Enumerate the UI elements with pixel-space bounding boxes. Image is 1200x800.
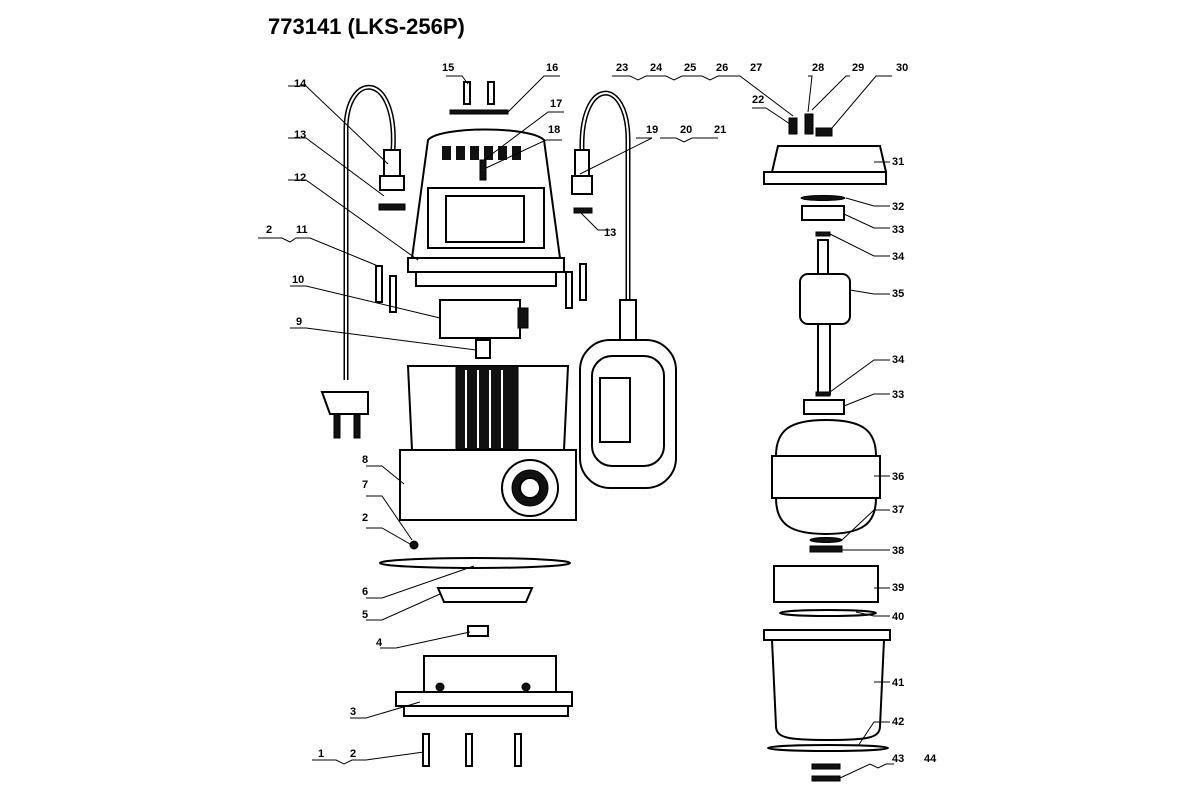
callout-35: 35 [892, 288, 904, 300]
lower-washer [815, 391, 831, 397]
callout-18: 18 [548, 124, 560, 136]
impeller [436, 587, 534, 603]
callout-7: 7 [362, 479, 368, 491]
rotor-with-shaft [799, 239, 851, 395]
small-screw [409, 540, 419, 550]
callout-33-upper: 33 [892, 224, 904, 236]
o-ring [779, 609, 877, 617]
callout-24: 24 [650, 62, 663, 74]
float-switch [571, 90, 677, 489]
callout-32: 32 [892, 201, 904, 213]
lower-bearing [803, 399, 845, 415]
callout-19: 19 [646, 124, 658, 136]
callout-3: 3 [350, 706, 356, 718]
callout-13-left: 13 [294, 129, 306, 141]
power-cable-with-plug [320, 84, 406, 439]
callout-15: 15 [442, 62, 454, 74]
callout-41: 41 [892, 677, 904, 689]
capacitor [439, 299, 521, 339]
callout-2-mid: 2 [362, 512, 368, 524]
callout-36: 36 [892, 471, 904, 483]
motor-top-cover-flange [763, 171, 887, 185]
callout-43: 43 [892, 753, 904, 765]
callout-2-base: 2 [350, 748, 356, 760]
cable-clip [475, 339, 491, 359]
callout-23: 23 [616, 62, 628, 74]
handle-screws-and-seal [449, 81, 509, 115]
callout-37: 37 [892, 504, 904, 516]
callout-42: 42 [892, 716, 904, 728]
pump-body [399, 365, 577, 521]
callout-16: 16 [546, 62, 558, 74]
motor-top-cover [770, 145, 888, 173]
callout-5: 5 [362, 609, 368, 621]
callout-44: 44 [924, 753, 937, 765]
callout-9: 9 [296, 316, 302, 328]
callout-39: 39 [892, 582, 904, 594]
callout-40: 40 [892, 611, 904, 623]
seal-ring [379, 557, 571, 569]
leader-lines [258, 75, 894, 779]
callout-31: 31 [892, 156, 904, 168]
cable-glands [788, 113, 833, 137]
bottom-seal-a [811, 763, 841, 770]
callout-2-left: 2 [266, 224, 272, 236]
callout-29: 29 [852, 62, 864, 74]
callout-33-lower: 33 [892, 389, 904, 401]
seal-housing [773, 565, 879, 603]
motor-housing [763, 629, 891, 742]
base-plate [395, 655, 573, 717]
callout-20: 20 [680, 124, 692, 136]
callout-12: 12 [294, 172, 306, 184]
upper-washer [815, 231, 831, 237]
top-cover-with-handle [407, 128, 565, 287]
base-screws [422, 733, 522, 767]
callout-14: 14 [294, 78, 307, 90]
callout-10: 10 [292, 274, 304, 286]
drawing-title: 773141 (LKS-256P) [268, 14, 465, 39]
stator [771, 455, 881, 499]
gasket [800, 195, 846, 201]
callout-34-lower: 34 [892, 354, 905, 366]
stator-bottom [774, 497, 878, 536]
bottom-seal-b [811, 775, 841, 782]
callout-26: 26 [716, 62, 728, 74]
callout-34-upper: 34 [892, 251, 905, 263]
callout-30: 30 [896, 62, 908, 74]
callout-13-float: 13 [604, 227, 616, 239]
callout-17: 17 [550, 98, 562, 110]
callout-numbers: 1 2 3 4 5 6 7 8 9 10 11 12 13 14 15 16 1… [266, 62, 937, 765]
callout-4: 4 [376, 637, 383, 649]
bottom-ring [767, 744, 889, 752]
mechanical-seal [809, 545, 843, 553]
callout-27: 27 [750, 62, 762, 74]
callout-28: 28 [812, 62, 824, 74]
capacitor-terminals [517, 307, 529, 329]
callout-8: 8 [362, 454, 368, 466]
callout-1: 1 [318, 748, 324, 760]
impeller-nut [467, 625, 489, 637]
callout-38: 38 [892, 545, 904, 557]
upper-bearing [801, 205, 845, 221]
callout-21: 21 [714, 124, 726, 136]
shaft-seal [809, 537, 843, 543]
long-screws [375, 263, 587, 313]
callout-11: 11 [296, 224, 308, 236]
callout-25: 25 [684, 62, 696, 74]
callout-22: 22 [752, 94, 764, 106]
stator-top [774, 418, 878, 457]
callout-6: 6 [362, 586, 368, 598]
